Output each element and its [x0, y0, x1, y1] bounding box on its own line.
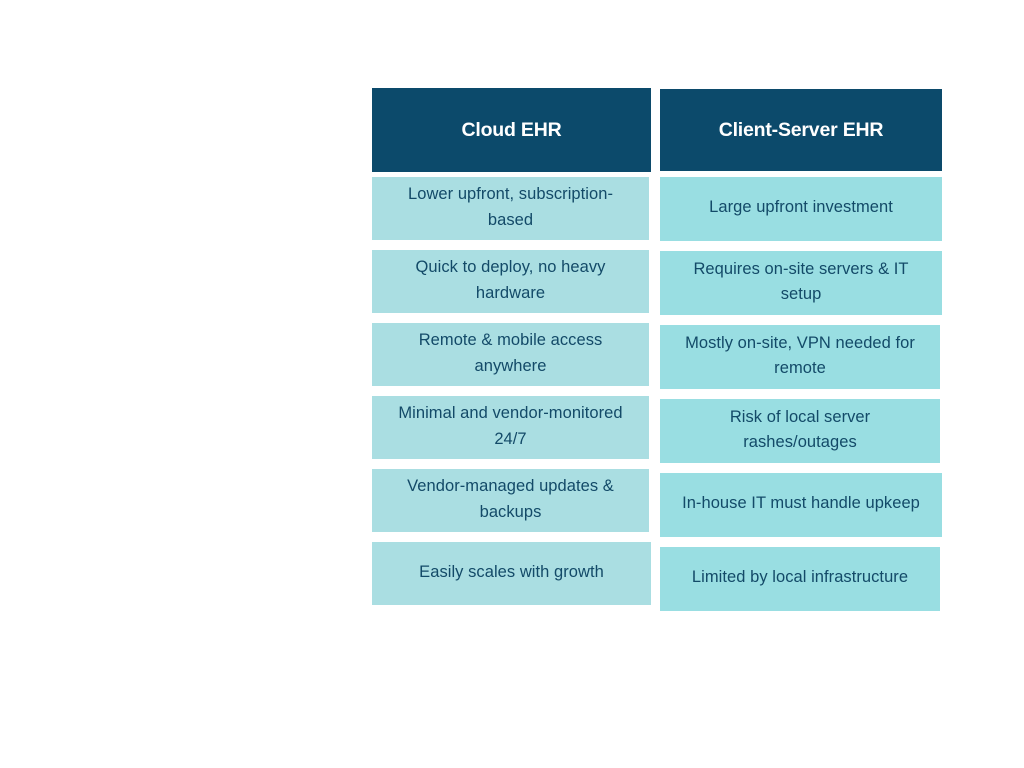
- table-cell: Mostly on-site, VPN needed for remote: [660, 325, 940, 389]
- table-column-client-server-ehr: Client-Server EHR Large upfront investme…: [660, 88, 942, 611]
- table-cell: Remote & mobile access anywhere: [372, 323, 649, 386]
- table-cell: Vendor-managed updates & backups: [372, 469, 649, 532]
- table-column-cloud-ehr: Cloud EHR Lower upfront, subscription-ba…: [372, 88, 651, 605]
- table-cell: Risk of local server rashes/outages: [660, 399, 940, 463]
- table-cell: Lower upfront, subscription-based: [372, 177, 649, 240]
- table-cell: In-house IT must handle upkeep: [660, 473, 942, 537]
- table-cell: Limited by local infrastructure: [660, 547, 940, 611]
- table-cell: Requires on-site servers & IT setup: [660, 251, 942, 315]
- comparison-table: Cloud EHR Lower upfront, subscription-ba…: [372, 88, 942, 611]
- table-cell: Easily scales with growth: [372, 542, 651, 605]
- column-header-client-server-ehr: Client-Server EHR: [660, 89, 942, 171]
- table-cell: Minimal and vendor-monitored 24/7: [372, 396, 649, 459]
- table-cell: Large upfront investment: [660, 177, 942, 241]
- table-cell: Quick to deploy, no heavy hardware: [372, 250, 649, 313]
- column-header-cloud-ehr: Cloud EHR: [372, 88, 651, 172]
